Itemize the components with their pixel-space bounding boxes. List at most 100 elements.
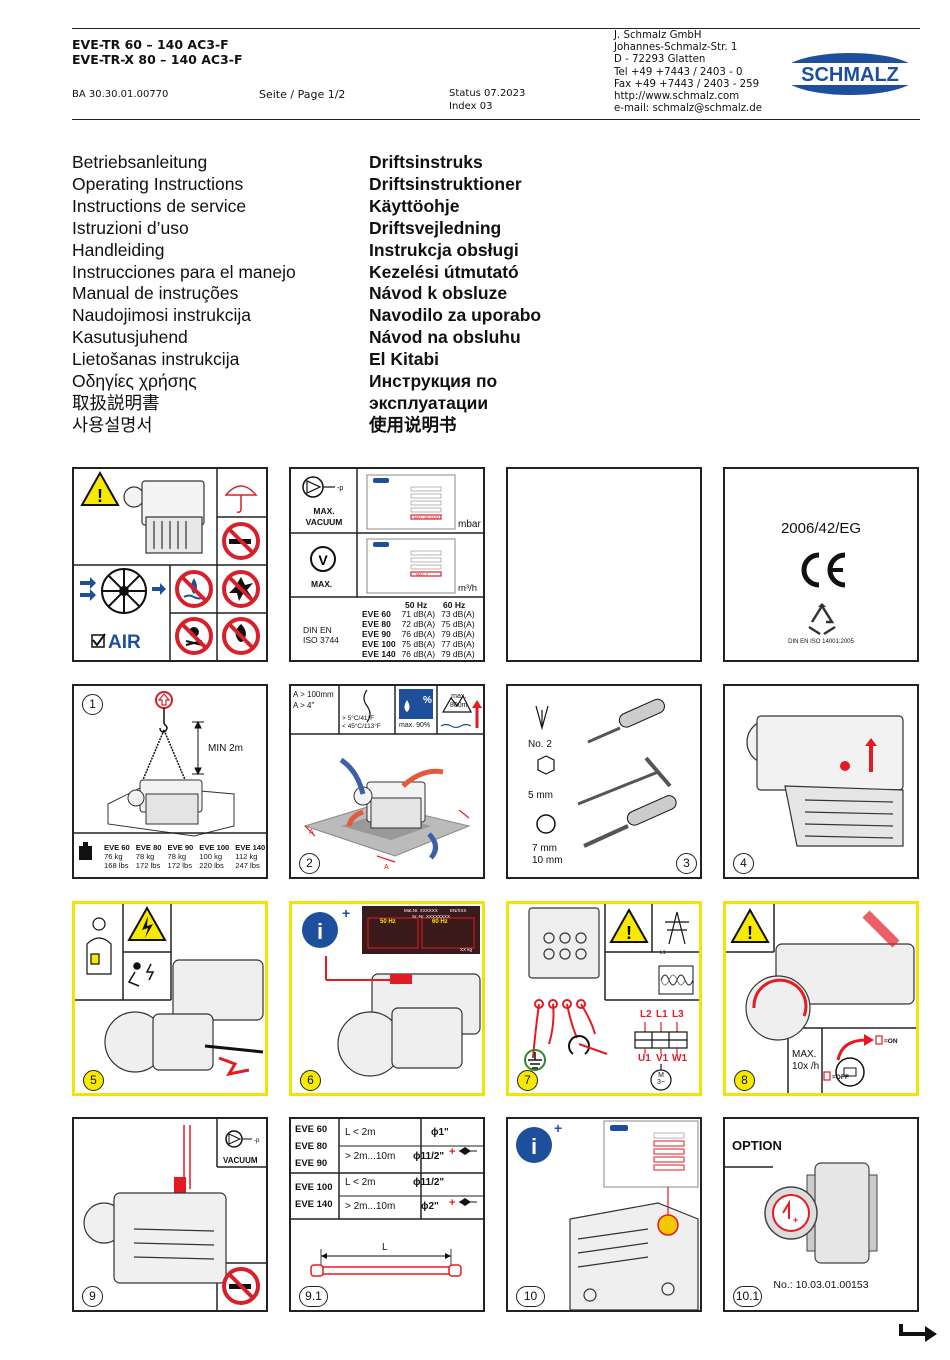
winding-v1: V1 [656,1053,669,1064]
temp-min: > 5°C/41°F [342,715,375,722]
panel-3-tools: No. 2 5 mm 7 mm 10 mm 3 [506,684,702,879]
model-cell: EVE 90 [362,629,391,639]
company-address: J. Schmalz GmbH Johannes-Schmalz-Str. 1 … [614,30,762,115]
step-number: 2 [299,853,320,874]
fan-icon [101,568,147,614]
distance-markers [304,809,470,863]
socket-screwdriver-icon [536,795,677,848]
weight-cell: 172 lbs [135,861,161,870]
svg-text:%: % [423,695,432,706]
motor-sketch-icon [337,973,481,1077]
panel-10-1-option: OPTION + No.: 10.03.01.00153 10.1 [723,1117,919,1312]
pipe-length-label: L [382,1242,388,1253]
plate-kg: XX kg [460,947,473,952]
type-plate-image: MAX. VACUUM [366,474,456,530]
lifting-arrow-icon [155,691,173,709]
panel-2-installation: % A > 100mm [289,684,485,879]
altitude-icon [440,694,482,729]
rotation-arrow-icon [752,910,900,1017]
motor-sketch-icon [745,943,915,1041]
language-title: Návod k obsluze [369,283,508,304]
off-label: =OFF [832,1074,849,1081]
plate-50hz: 50 Hz [380,919,396,925]
warning-triangle-icon: ! [730,907,770,943]
screwdriver-tip-icon [535,705,549,731]
language-title: Kasutusjuhend [72,327,188,348]
din-iso-14001: DIN EN ISO 14001:2005 [788,639,854,645]
schmalz-logo: SCHMALZ [780,53,920,95]
address-line: Tel +49 +7443 / 2403 - 0 [614,66,743,78]
connector-icon: + [449,1197,477,1209]
noise-cell: 76 dB(A) [401,629,436,639]
svg-text:+: + [554,1120,562,1136]
altitude-label: max. 800m [450,693,468,710]
svg-text:!: ! [747,923,753,943]
index: Index 03 [449,101,493,112]
language-title: Naudojimosi instrukcija [72,305,251,326]
clearance-labels: A > 100mm A > 4" [293,689,334,711]
step-number: 5 [83,1070,104,1091]
vacuum-unit: mbar [458,519,481,530]
pump-sketch-icon [123,480,205,554]
language-title: El Kitabi [369,349,440,370]
panel-type-plate: -p V MAX. VACUUM MAX. V MAX. VACUUM m [289,467,485,662]
electric-shock-icon [127,962,155,987]
type-plate-image [603,1120,699,1188]
ground-symbol-icon [524,1049,546,1071]
panel-ce-mark: 2006/42/EG DIN EN ISO 14001:2005 [723,467,919,662]
step-number: 3 [676,853,697,874]
language-title: 取扱説明書 [72,392,160,413]
airflow-arrows-icon [80,577,166,601]
pipe-length-dimension [310,1249,462,1277]
length-short-label: L < 2m [345,1127,376,1138]
pump-symbol-icon: -p [302,476,343,498]
electrician-icon [86,917,112,975]
option-label: OPTION [732,1138,782,1153]
on-switch-icon [875,1035,883,1045]
length-long-label: > 2m...10m [345,1151,396,1162]
airflow-arrows-icon [339,757,444,860]
language-title: Manual de instruções [72,283,239,304]
hz60-header: 60 Hz [443,600,466,610]
panel-9-vacuum-connection: -p VACUUM 9 [72,1117,268,1312]
pump-sketch-icon [569,1202,699,1310]
svg-text:-p: -p [337,485,343,492]
step-number: 10 [516,1286,545,1307]
panel-safety-conditions: ! [72,467,268,662]
language-title: 사용설명서 [72,414,153,435]
temperature-labels: > 5°C/41°F < 45°C/113°F [342,715,381,730]
language-title: Käyttöohje [369,195,460,216]
connector-icon: + [449,1146,477,1158]
max-vacuum-label: MAX. VACUUM [305,506,343,527]
diameter-label: ϕ11/2" [413,1151,445,1162]
pointer-arrow [325,956,412,984]
flow-unit: m³/h [458,583,477,594]
tool-phillips-label: No. 2 [528,739,552,750]
weight-table: EVE 60 EVE 80 EVE 90 EVE 100 EVE 140 76 … [101,843,266,870]
svg-text:-p: -p [254,1138,260,1144]
length-short-label: L < 2m [345,1177,376,1188]
screwdriver-icon [587,698,665,744]
weight-cell: 78 kg [167,852,187,861]
terminal-box-icon [528,907,600,979]
weight-cell: 100 kg [199,852,223,861]
panel-7-wiring: ! [506,901,702,1096]
address-line: e-mail: schmalz@schmalz.de [614,103,763,115]
tool-socket-label: 7 mm 10 mm [532,843,563,867]
motor-symbol-label: M 3~ [657,1072,665,1086]
address-line: Johannes-Schmalz-Str. 1 [614,42,738,54]
off-switch-icon [823,1071,831,1081]
weight-cell: 220 lbs [199,861,224,870]
svg-text:+: + [793,1215,798,1225]
hz50-header: 50 Hz [405,600,428,610]
model-cell: EVE 80 [135,843,162,852]
panel-empty [506,467,702,662]
header-top-rule [72,28,920,29]
winding-u1: U1 [638,1053,651,1064]
step-number: 9 [82,1286,103,1307]
noise-cell: 77 dB(A) [441,639,475,649]
svg-text:+: + [342,905,350,921]
panel-1-lifting: 1 MIN 2m [72,684,268,879]
